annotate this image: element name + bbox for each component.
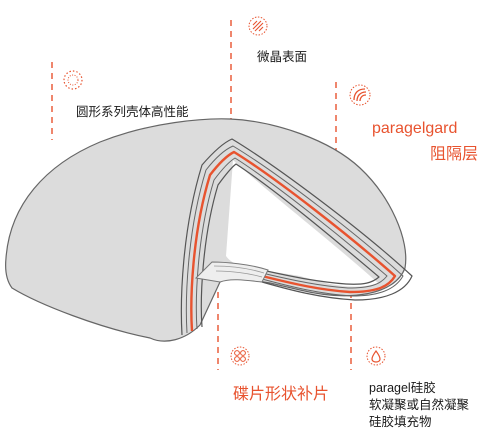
curved-lines-icon <box>349 84 371 106</box>
label-barrier-brand: paragelgard <box>372 120 458 137</box>
layer-4 <box>195 157 388 330</box>
shell-outer <box>5 118 407 342</box>
disc-patch-lines <box>213 265 265 278</box>
layer-inner <box>200 163 380 328</box>
label-round-shell: 圆形系列壳体高性能 <box>76 105 189 119</box>
label-gel-line3: 硅胶填充物 <box>369 415 432 429</box>
droplet-icon <box>366 346 386 366</box>
cross-section-layers <box>180 138 413 336</box>
dotted-circle-icon <box>63 70 83 90</box>
label-micro-crystal: 微晶表面 <box>257 50 308 64</box>
label-gel-line2: 软凝聚或自然凝聚 <box>369 398 470 412</box>
label-barrier-cn: 阻隔层 <box>430 146 479 163</box>
label-disc-patch: 碟片形状补片 <box>233 386 330 403</box>
label-gel-line1: paragel硅胶 <box>369 381 436 395</box>
layer-barrier <box>190 150 397 332</box>
honeycomb-icon <box>230 346 250 366</box>
layer-outer <box>180 138 413 336</box>
layer-2 <box>185 145 404 334</box>
hatched-circle-icon <box>248 16 268 36</box>
cross-section-cavity <box>226 160 378 287</box>
